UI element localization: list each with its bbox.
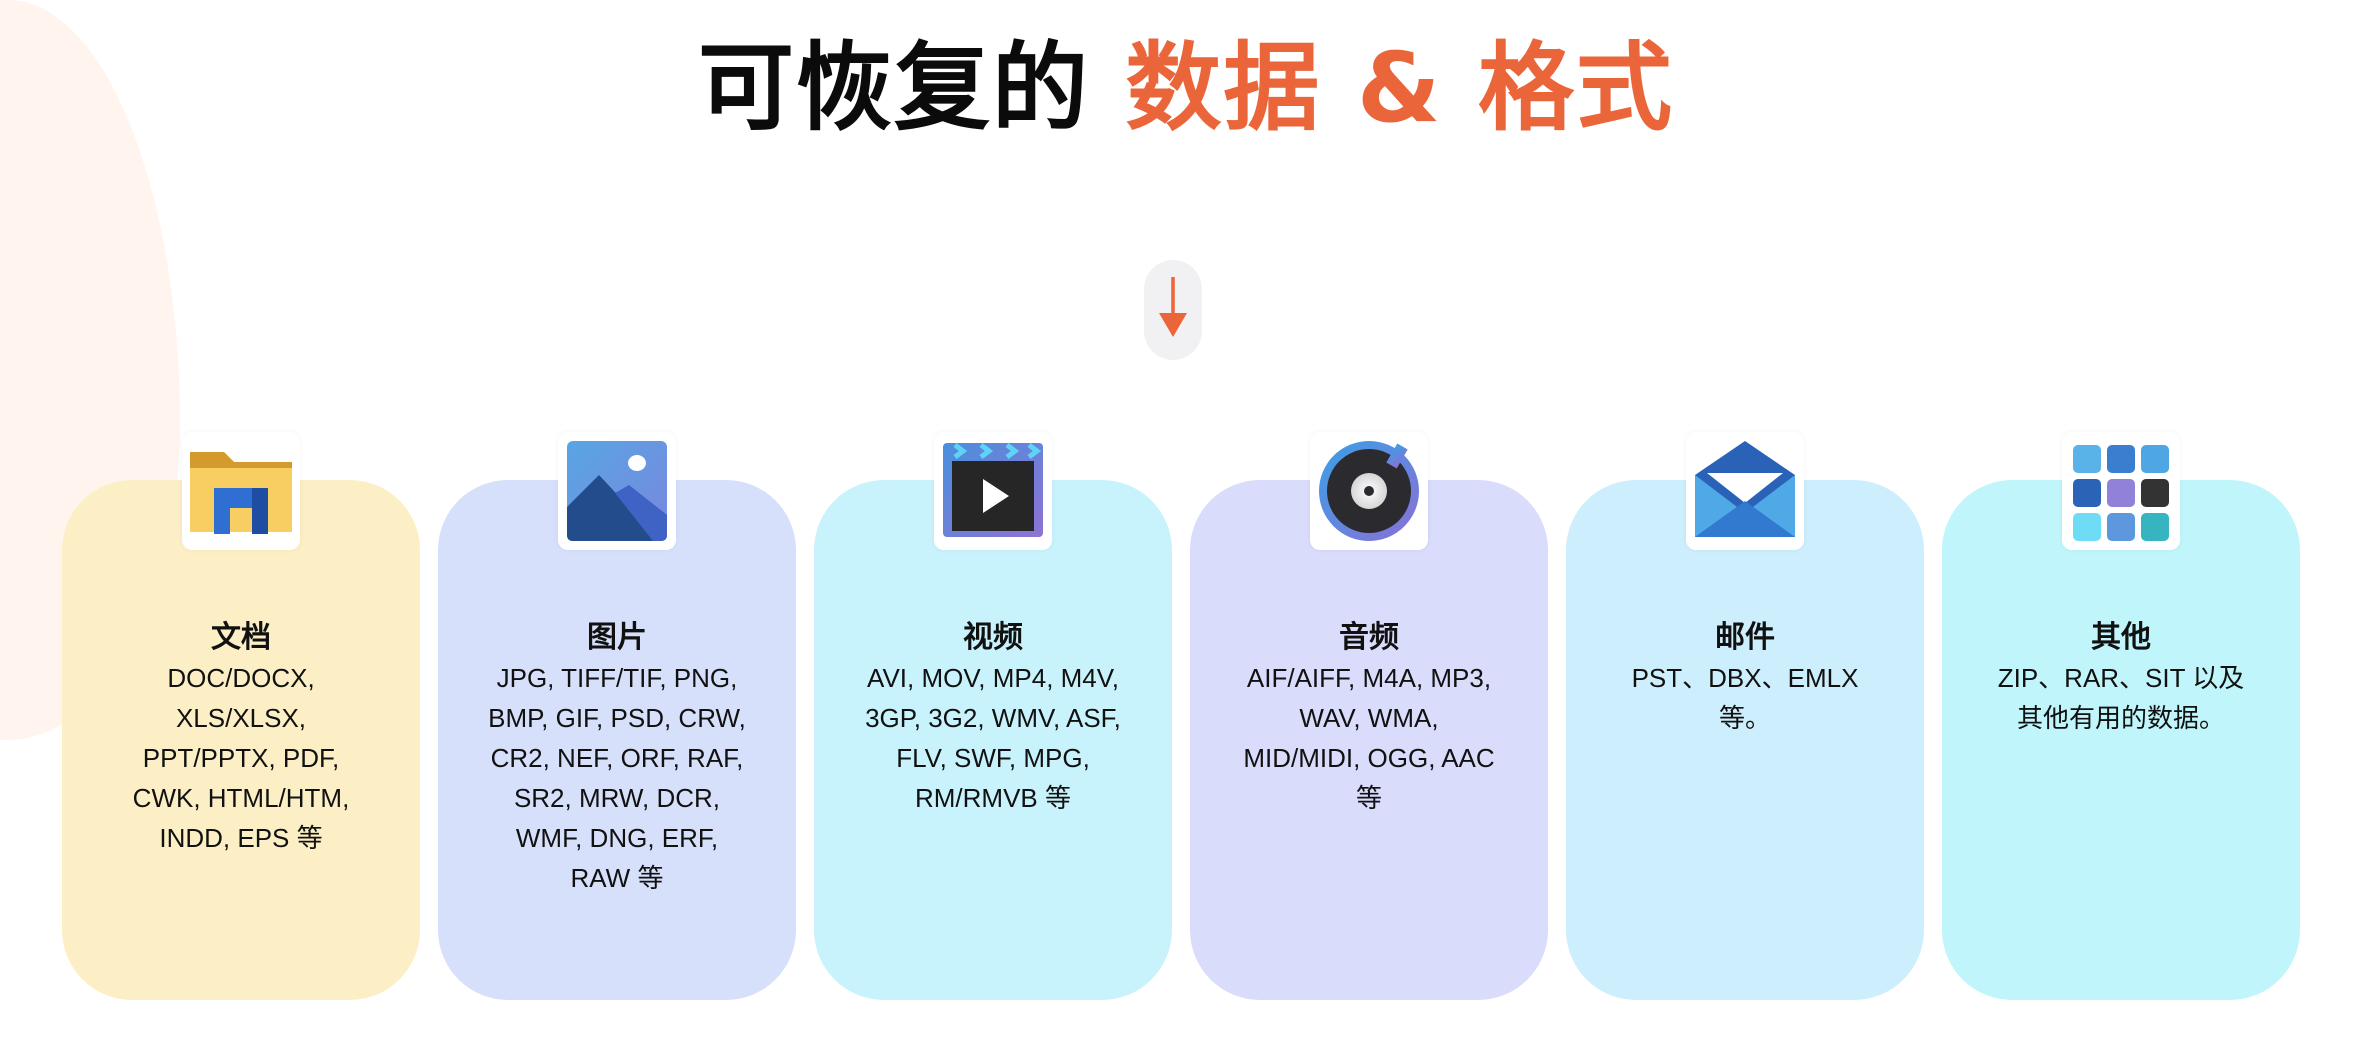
- format-line: PST、DBX、EMLX: [1631, 663, 1859, 693]
- format-line: CR2, NEF, ORF, RAF,: [490, 743, 744, 773]
- icon-box: [558, 432, 676, 550]
- format-line: WMF, DNG, ERF,: [515, 823, 719, 853]
- format-line: 等: [1355, 783, 1382, 813]
- card-description: PST、DBX、EMLX 等。: [1582, 658, 1908, 738]
- format-line: 其他有用的数据。: [2016, 703, 2225, 733]
- apps-grid-icon: [2073, 445, 2169, 541]
- card-title: 文档: [211, 620, 271, 655]
- format-line: XLS/XLSX,: [175, 703, 307, 733]
- card-description: DOC/DOCX, XLS/XLSX, PPT/PPTX, PDF, CWK, …: [78, 658, 404, 858]
- format-line: BMP, GIF, PSD, CRW,: [488, 703, 746, 733]
- format-line: CWK, HTML/HTM,: [132, 783, 350, 813]
- card-description: ZIP、RAR、SIT 以及 其他有用的数据。: [1958, 658, 2284, 738]
- arrow-down-icon: [1159, 277, 1187, 337]
- card-audio: 音频 AIF/AIFF, M4A, MP3, WAV, WMA, MID/MID…: [1190, 432, 1548, 1000]
- format-line: DOC/DOCX,: [167, 663, 315, 693]
- format-line: WAV, WMA,: [1299, 703, 1439, 733]
- format-line: AVI, MOV, MP4, M4V,: [867, 663, 1119, 693]
- format-cards: 文档 DOC/DOCX, XLS/XLSX, PPT/PPTX, PDF, CW…: [62, 432, 2300, 1000]
- format-line: FLV, SWF, MPG,: [896, 743, 1090, 773]
- card-email: 邮件 PST、DBX、EMLX 等。: [1566, 432, 1924, 1000]
- format-line: 3GP, 3G2, WMV, ASF,: [865, 703, 1121, 733]
- folder-explorer-icon: [190, 452, 292, 534]
- format-line: RAW 等: [570, 863, 664, 893]
- image-photo-icon: [567, 441, 667, 541]
- card-description: JPG, TIFF/TIF, PNG, BMP, GIF, PSD, CRW, …: [454, 658, 780, 898]
- icon-box: [2062, 432, 2180, 550]
- mail-envelope-icon: [1695, 441, 1795, 537]
- format-line: JPG, TIFF/TIF, PNG,: [496, 663, 738, 693]
- audio-disc-icon: [1319, 441, 1419, 541]
- icon-box: [1686, 432, 1804, 550]
- format-line: 等。: [1718, 703, 1771, 733]
- icon-box: [1310, 432, 1428, 550]
- card-video: 视频 AVI, MOV, MP4, M4V, 3GP, 3G2, WMV, AS…: [814, 432, 1172, 1000]
- card-images: 图片 JPG, TIFF/TIF, PNG, BMP, GIF, PSD, CR…: [438, 432, 796, 1000]
- card-description: AIF/AIFF, M4A, MP3, WAV, WMA, MID/MIDI, …: [1206, 658, 1532, 818]
- card-other: 其他 ZIP、RAR、SIT 以及 其他有用的数据。: [1942, 432, 2300, 1000]
- format-line: SR2, MRW, DCR,: [513, 783, 721, 813]
- card-documents: 文档 DOC/DOCX, XLS/XLSX, PPT/PPTX, PDF, CW…: [62, 432, 420, 1000]
- arrow-down-pill: [1144, 260, 1202, 360]
- page-title: 可恢复的 数据 & 格式: [0, 28, 2372, 148]
- format-line: AIF/AIFF, M4A, MP3,: [1246, 663, 1492, 693]
- card-title: 音频: [1339, 620, 1399, 655]
- card-title: 邮件: [1715, 620, 1775, 655]
- icon-box: [934, 432, 1052, 550]
- title-accent: 数据 & 格式: [1125, 32, 1674, 144]
- icon-box: [182, 432, 300, 550]
- card-title: 其他: [2091, 620, 2151, 655]
- video-clapper-icon: [943, 443, 1043, 537]
- format-line: PPT/PPTX, PDF,: [142, 743, 340, 773]
- card-description: AVI, MOV, MP4, M4V, 3GP, 3G2, WMV, ASF, …: [830, 658, 1156, 818]
- format-line: RM/RMVB 等: [914, 783, 1071, 813]
- format-line: MID/MIDI, OGG, AAC: [1243, 743, 1495, 773]
- format-line: INDD, EPS 等: [159, 823, 323, 853]
- card-title: 图片: [587, 620, 647, 655]
- format-line: ZIP、RAR、SIT 以及: [1997, 663, 2245, 693]
- title-black: 可恢复的: [698, 32, 1090, 144]
- card-title: 视频: [963, 620, 1023, 655]
